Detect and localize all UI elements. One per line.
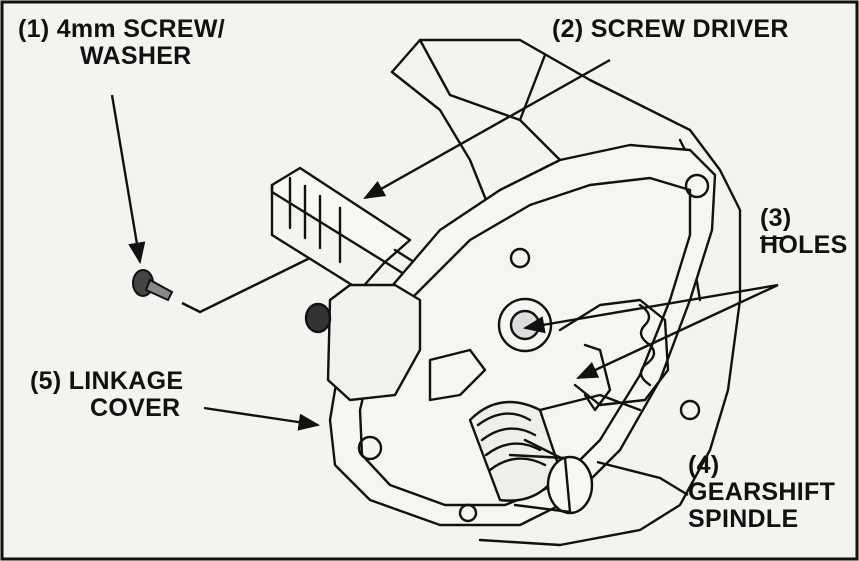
leader-hole-lower xyxy=(576,283,779,380)
gearshift-spindle xyxy=(468,400,594,515)
label-gearshift-spindle: (4) GEARSHIFT SPINDLE xyxy=(688,452,835,533)
label-screw-driver-line1: (2) SCREW DRIVER xyxy=(552,15,789,43)
label-holes: (3) HOLES xyxy=(760,205,848,259)
leader-screw-to-housing xyxy=(181,256,311,314)
screw-driver xyxy=(270,166,457,302)
label-holes-line1: (3) xyxy=(760,204,792,232)
label-gearshift-spindle-line1: (4) xyxy=(688,451,720,479)
label-screw-washer: (1) 4mm SCREW/ WASHER xyxy=(18,16,225,70)
label-linkage-cover: (5) LINKAGE COVER xyxy=(30,368,183,422)
label-screw-washer-line1: (1) 4mm SCREW/ xyxy=(18,15,226,43)
screw-washer xyxy=(132,269,174,302)
cover-boss xyxy=(304,283,422,402)
leader-screw-driver xyxy=(363,58,611,200)
label-gearshift-spindle-line2: GEARSHIFT xyxy=(688,478,836,506)
leader-hole-upper xyxy=(522,283,779,334)
label-screw-driver: (2) SCREW DRIVER xyxy=(552,16,789,43)
label-gearshift-spindle-line3: SPINDLE xyxy=(688,505,799,533)
label-linkage-cover-line1: (5) LINKAGE xyxy=(30,367,184,395)
label-holes-line2: HOLES xyxy=(760,231,848,259)
leader-screw-washer xyxy=(110,94,146,265)
label-screw-washer-line2: WASHER xyxy=(80,42,192,70)
leader-linkage-cover xyxy=(203,406,321,431)
label-linkage-cover-line2: COVER xyxy=(90,394,181,422)
leader-gearshift-spindle xyxy=(596,460,689,497)
